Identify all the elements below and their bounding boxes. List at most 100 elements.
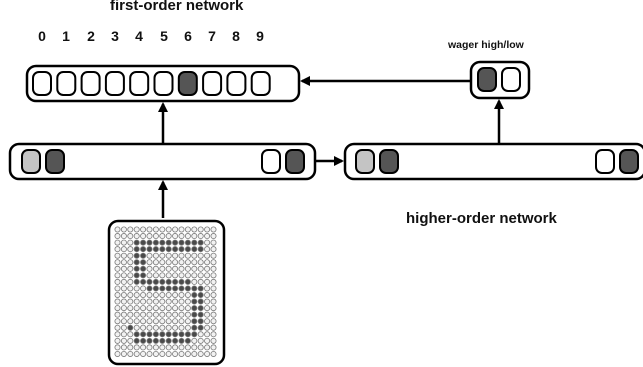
input-pixel-off [127,252,134,259]
input-pixel-off [197,226,204,233]
input-pixel-off [172,305,179,312]
input-pixel-on [159,278,166,285]
input-pixel-off [210,239,217,246]
input-pixel-off [140,305,147,312]
input-pixel-on [165,239,172,246]
output-units [32,71,271,96]
input-pixel-off [204,350,211,357]
hidden-unit [261,149,281,174]
input-pixel-off [210,318,217,325]
input-pixel-off [210,285,217,292]
input-pixel-off [178,311,185,318]
input-pixel-off [127,285,134,292]
input-pixel-on [146,331,153,338]
input-pixel-off [127,337,134,344]
input-pixel-off [204,305,211,312]
input-pixel-off [210,337,217,344]
input-pixel-off [140,233,147,240]
input-digit-five-grid [114,226,217,357]
input-pixel-off [133,311,140,318]
input-pixel-on [159,246,166,253]
input-pixel-off [159,272,166,279]
input-pixel-on [165,278,172,285]
input-pixel-on [140,252,147,259]
input-pixel-off [120,278,127,285]
input-pixel-off [146,233,153,240]
input-pixel-off [178,324,185,331]
input-pixel-off [197,252,204,259]
digit-label: 2 [87,28,95,44]
input-pixel-on [191,291,198,298]
input-pixel-off [172,298,179,305]
input-pixel-off [127,265,134,272]
input-pixel-on [184,337,191,344]
input-pixel-off [204,311,211,318]
input-pixel-off [204,298,211,305]
input-pixel-on [140,239,147,246]
input-pixel-off [204,291,211,298]
input-pixel-off [146,226,153,233]
higher-order-unit [619,149,639,174]
input-pixel-off [191,226,198,233]
input-pixel-off [172,291,179,298]
input-pixel-on [178,278,185,285]
input-pixel-off [146,265,153,272]
input-pixel-on [140,259,147,266]
input-pixel-on [197,246,204,253]
input-pixel-off [210,324,217,331]
input-pixel-on [184,246,191,253]
input-pixel-on [133,259,140,266]
input-pixel-on [159,331,166,338]
input-pixel-off [165,272,172,279]
input-pixel-off [165,318,172,325]
input-pixel-on [172,285,179,292]
input-pixel-on [197,324,204,331]
input-pixel-off [165,252,172,259]
input-pixel-off [204,239,211,246]
input-pixel-off [159,318,166,325]
input-pixel-on [146,278,153,285]
input-pixel-off [184,305,191,312]
input-pixel-off [184,272,191,279]
input-pixel-off [120,318,127,325]
input-pixel-off [204,246,211,253]
input-pixel-on [191,246,198,253]
input-pixel-off [178,265,185,272]
input-pixel-off [120,311,127,318]
input-pixel-off [120,233,127,240]
input-pixel-on [178,337,185,344]
input-pixel-off [184,233,191,240]
input-pixel-off [127,298,134,305]
input-pixel-off [191,233,198,240]
input-pixel-on [133,331,140,338]
input-pixel-off [159,305,166,312]
output-unit [226,71,247,96]
input-pixel-off [146,259,153,266]
input-pixel-off [172,233,179,240]
input-pixel-off [114,239,121,246]
input-pixel-on [152,285,159,292]
input-pixel-off [127,259,134,266]
input-pixel-off [127,233,134,240]
input-pixel-off [204,344,211,351]
input-pixel-off [159,324,166,331]
input-pixel-on [191,285,198,292]
input-pixel-off [140,298,147,305]
input-pixel-off [152,233,159,240]
input-pixel-on [165,337,172,344]
input-pixel-off [133,324,140,331]
input-pixel-on [191,331,198,338]
higher-order-layer [343,142,643,181]
input-pixel-off [120,344,127,351]
input-pixel-off [204,324,211,331]
input-pixel-off [127,246,134,253]
input-pixel-off [152,298,159,305]
input-pixel-on [184,278,191,285]
input-pixel-off [184,344,191,351]
input-pixel-off [197,337,204,344]
input-pixel-off [165,233,172,240]
input-pixel-off [197,278,204,285]
input-pixel-off [210,291,217,298]
input-pixel-off [191,265,198,272]
input-pixel-on [184,285,191,292]
